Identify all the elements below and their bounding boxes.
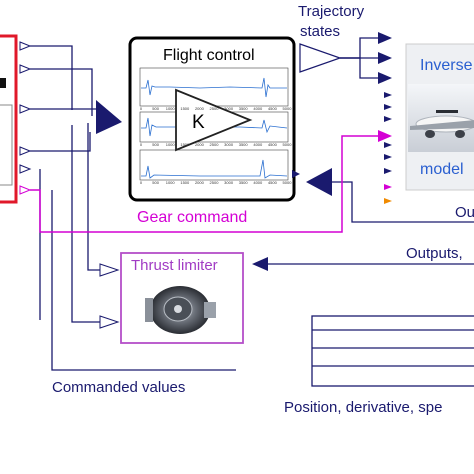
- aircraft-inverse-model-block[interactable]: [405, 43, 474, 191]
- plot-tick-label: 3000: [224, 106, 234, 111]
- plot-tick-label: 1000: [166, 180, 176, 185]
- plot-tick-label: 0: [140, 180, 143, 185]
- gain-triangle: [175, 88, 253, 152]
- gear-command-label: Gear command: [137, 209, 248, 226]
- signal-arrowheads: [96, 100, 332, 271]
- plot-tick-label: 2500: [210, 180, 220, 185]
- plot-tick-label: 500: [152, 106, 159, 111]
- plot-tick-label: 1000: [166, 106, 176, 111]
- flight-control-title: Flight control: [163, 47, 255, 64]
- plot-tick-label: 4000: [253, 142, 263, 147]
- plot-tick-label: 5000: [283, 142, 293, 147]
- gain-label: K: [192, 112, 205, 133]
- plot-tick-label: 2500: [210, 142, 220, 147]
- plot-tick-label: 1000: [166, 142, 176, 147]
- plot-trace-1: [141, 77, 287, 98]
- plot-tick-label: 3500: [239, 106, 249, 111]
- plot-tick-label: 3000: [224, 180, 234, 185]
- plot-tick-label: 5000: [283, 180, 293, 185]
- plot-tick-label: 4000: [253, 180, 263, 185]
- plot-tick-label: 500: [152, 180, 159, 185]
- plot-tick-label: 0: [140, 106, 143, 111]
- flight-control-output-port: [292, 170, 300, 178]
- thrust-limiter-ports: [99, 263, 120, 329]
- plot-tick-label: 3000: [224, 142, 234, 147]
- trajectory-states-label-line2: states: [300, 23, 341, 40]
- plot-tick-label: 2500: [210, 106, 220, 111]
- aircraft-model-label-line2: model: [420, 161, 464, 178]
- trajectory-states-fanout: [299, 43, 342, 73]
- trajectory-states-label-line1: Trajectory: [298, 3, 365, 20]
- aircraft-input-ports: [378, 32, 392, 204]
- gear-command-line: [30, 135, 378, 233]
- plot-tick-label: 2000: [195, 180, 205, 185]
- jet-engine-image: [145, 286, 216, 334]
- plot-tick-label: 500: [152, 142, 159, 147]
- plot-tick-label: 2000: [195, 142, 205, 147]
- plot-tick-label: 1500: [180, 142, 190, 147]
- plot-tick-label: 1500: [180, 106, 190, 111]
- left-output-ports: [19, 41, 32, 195]
- plot-tick-label: 4500: [268, 142, 278, 147]
- outputs-label: Outputs,: [406, 245, 463, 262]
- plot-tick-label: 0: [140, 142, 143, 147]
- plot-tick-label: 1500: [180, 180, 190, 185]
- outputs-partial-label: Ou: [455, 204, 474, 221]
- left-source-block[interactable]: [0, 34, 18, 204]
- plot-tick-label: 4500: [268, 180, 278, 185]
- position-derivative-label: Position, derivative, spe: [284, 399, 443, 416]
- thrust-limiter-block[interactable]: [120, 252, 244, 344]
- plot-tick-label: 4500: [268, 106, 278, 111]
- commanded-values-label: Commanded values: [52, 379, 186, 396]
- aircraft-model-label-line1: Inverse: [420, 57, 473, 74]
- thrust-limiter-title: Thrust limiter: [131, 257, 218, 274]
- airplane-image: [410, 110, 474, 138]
- flight-control-block[interactable]: [128, 36, 300, 202]
- plot-trace-3: [141, 159, 288, 179]
- plot-tick-label: 3500: [239, 142, 249, 147]
- plot-tick-label: 4000: [253, 106, 263, 111]
- plot-tick-label: 3500: [239, 180, 249, 185]
- plot-tick-label: 2000: [195, 106, 205, 111]
- plot-tick-label: 5000: [283, 106, 293, 111]
